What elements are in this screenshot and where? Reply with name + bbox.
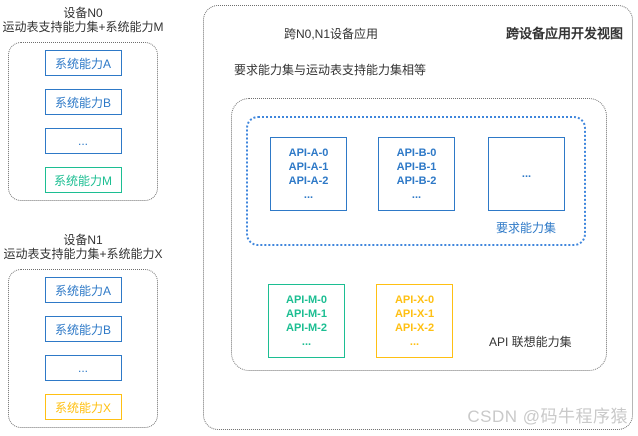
- api-group-m: API-M-0 API-M-1 API-M-2 ...: [268, 284, 345, 358]
- api-line: API-B-2: [396, 175, 437, 187]
- cross-device-app-panel: 跨N0,N1设备应用 跨设备应用开发视图 要求能力集与运动表支持能力集相等 AP…: [203, 5, 633, 430]
- capability-box-n0-m: 系统能力M: [44, 167, 122, 193]
- api-line: API-A-0: [288, 147, 329, 159]
- device-n0-group: 设备N0 运动表支持能力集+系统能力M 系统能力A 系统能力B ... 系统能力…: [0, 4, 166, 204]
- required-capability-set-label: 要求能力集: [495, 221, 556, 235]
- api-line: API-A-2: [288, 175, 329, 187]
- capability-box-n1-b: 系统能力B: [44, 316, 122, 342]
- api-line: API-M-1: [286, 308, 327, 320]
- api-line: API-A-1: [288, 161, 329, 173]
- api-line: API-M-0: [286, 294, 327, 306]
- capability-box-n1-a: 系统能力A: [44, 277, 122, 303]
- api-line: ...: [521, 168, 532, 180]
- required-capability-set-container: API-A-0 API-A-1 API-A-2 ... API-B-0 API-…: [246, 116, 586, 246]
- device-n1-capability-set: 系统能力A 系统能力B ... 系统能力X: [8, 269, 158, 428]
- csdn-watermark: CSDN @码牛程序猿: [467, 407, 628, 426]
- view-title: 跨设备应用开发视图: [505, 26, 623, 41]
- api-association-set-label: API 联想能力集: [489, 335, 572, 349]
- device-n1-title: 设备N1: [63, 233, 103, 247]
- api-line: ...: [301, 336, 312, 348]
- api-line: API-X-1: [394, 308, 435, 320]
- requirement-note: 要求能力集与运动表支持能力集相等: [234, 63, 427, 77]
- api-line: ...: [409, 336, 420, 348]
- api-group-ellipsis: ...: [488, 137, 565, 211]
- capability-box-n0-ellipsis: ...: [44, 128, 122, 154]
- device-n0-title: 设备N0: [63, 6, 103, 20]
- api-group-a: API-A-0 API-A-1 API-A-2 ...: [270, 137, 347, 211]
- capability-box-n0-b: 系统能力B: [44, 89, 122, 115]
- device-n0-capability-set: 系统能力A 系统能力B ... 系统能力M: [8, 42, 158, 201]
- api-line: API-X-0: [394, 294, 435, 306]
- capability-box-n1-ellipsis: ...: [44, 355, 122, 381]
- api-association-set-container: API-A-0 API-A-1 API-A-2 ... API-B-0 API-…: [231, 98, 607, 371]
- app-title: 跨N0,N1设备应用: [284, 27, 379, 41]
- api-line: API-M-2: [286, 322, 327, 334]
- capability-box-n0-a: 系统能力A: [44, 50, 122, 76]
- device-n0-subtitle: 运动表支持能力集+系统能力M: [2, 20, 164, 34]
- api-group-x: API-X-0 API-X-1 API-X-2 ...: [376, 284, 453, 358]
- api-line: ...: [411, 189, 422, 201]
- capability-box-n1-x: 系统能力X: [44, 394, 122, 420]
- api-line: API-B-0: [396, 147, 437, 159]
- api-group-b: API-B-0 API-B-1 API-B-2 ...: [378, 137, 455, 211]
- device-n1-group: 设备N1 运动表支持能力集+系统能力X 系统能力A 系统能力B ... 系统能力…: [0, 231, 166, 431]
- device-n1-subtitle: 运动表支持能力集+系统能力X: [3, 247, 163, 261]
- api-line: API-B-1: [396, 161, 437, 173]
- api-line: API-X-2: [394, 322, 435, 334]
- api-line: ...: [303, 189, 314, 201]
